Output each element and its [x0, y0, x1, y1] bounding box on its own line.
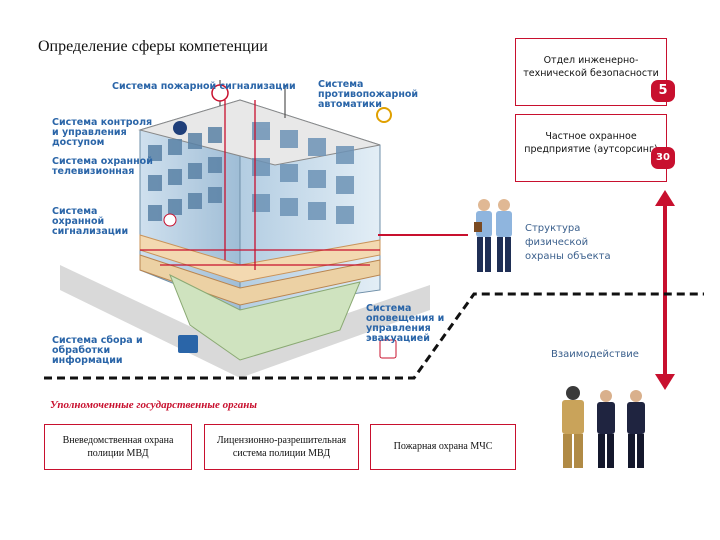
data-processing-system-label: Система сбора и обработки информации [52, 335, 143, 366]
private-security-company-label: Частное охранное предприятие (аутсорсинг… [524, 131, 658, 155]
connector-line [378, 234, 468, 236]
building-illustration [60, 80, 430, 378]
fire-service-box: Пожарная охрана МЧС [370, 424, 516, 470]
interaction-label: Взаимодействие [551, 349, 639, 360]
firefighter-police-illustration [562, 386, 645, 468]
access-control-system-label: Система контроля и управления доступом [52, 117, 153, 148]
fire-automation-system-label: Система противопожарной автоматики [318, 79, 419, 110]
engineering-security-count-badge: 5 [651, 80, 675, 102]
private-security-police-box: Вневедомственная охрана полиции МВД [44, 424, 192, 470]
licensing-system-box: Лицензионно-разрешительная система полиц… [204, 424, 359, 470]
engineering-security-dept-box: Отдел инженерно-технической безопасности [515, 38, 667, 106]
private-security-count-badge: 30 [651, 147, 675, 169]
security-guards-illustration [474, 199, 512, 272]
cctv-system-label: Система охранной телевизионная [52, 156, 153, 177]
page-title: Определение сферы компетенции [38, 38, 268, 55]
evacuation-system-label: Система оповещения и управления эвакуаци… [366, 303, 445, 344]
dashed-boundary-line [44, 292, 704, 380]
fire-alarm-system-label: Система пожарной сигнализации [112, 81, 296, 92]
interaction-double-arrow [655, 190, 675, 390]
private-security-company-box: Частное охранное предприятие (аутсорсинг… [515, 114, 667, 182]
security-alarm-system-label: Система охранной сигнализации [52, 206, 129, 237]
authorities-title: Уполномоченные государственные органы [50, 399, 257, 411]
engineering-security-dept-label: Отдел инженерно-технической безопасности [523, 55, 659, 79]
physical-security-structure-label: Структура физической охраны объекта [525, 223, 611, 262]
